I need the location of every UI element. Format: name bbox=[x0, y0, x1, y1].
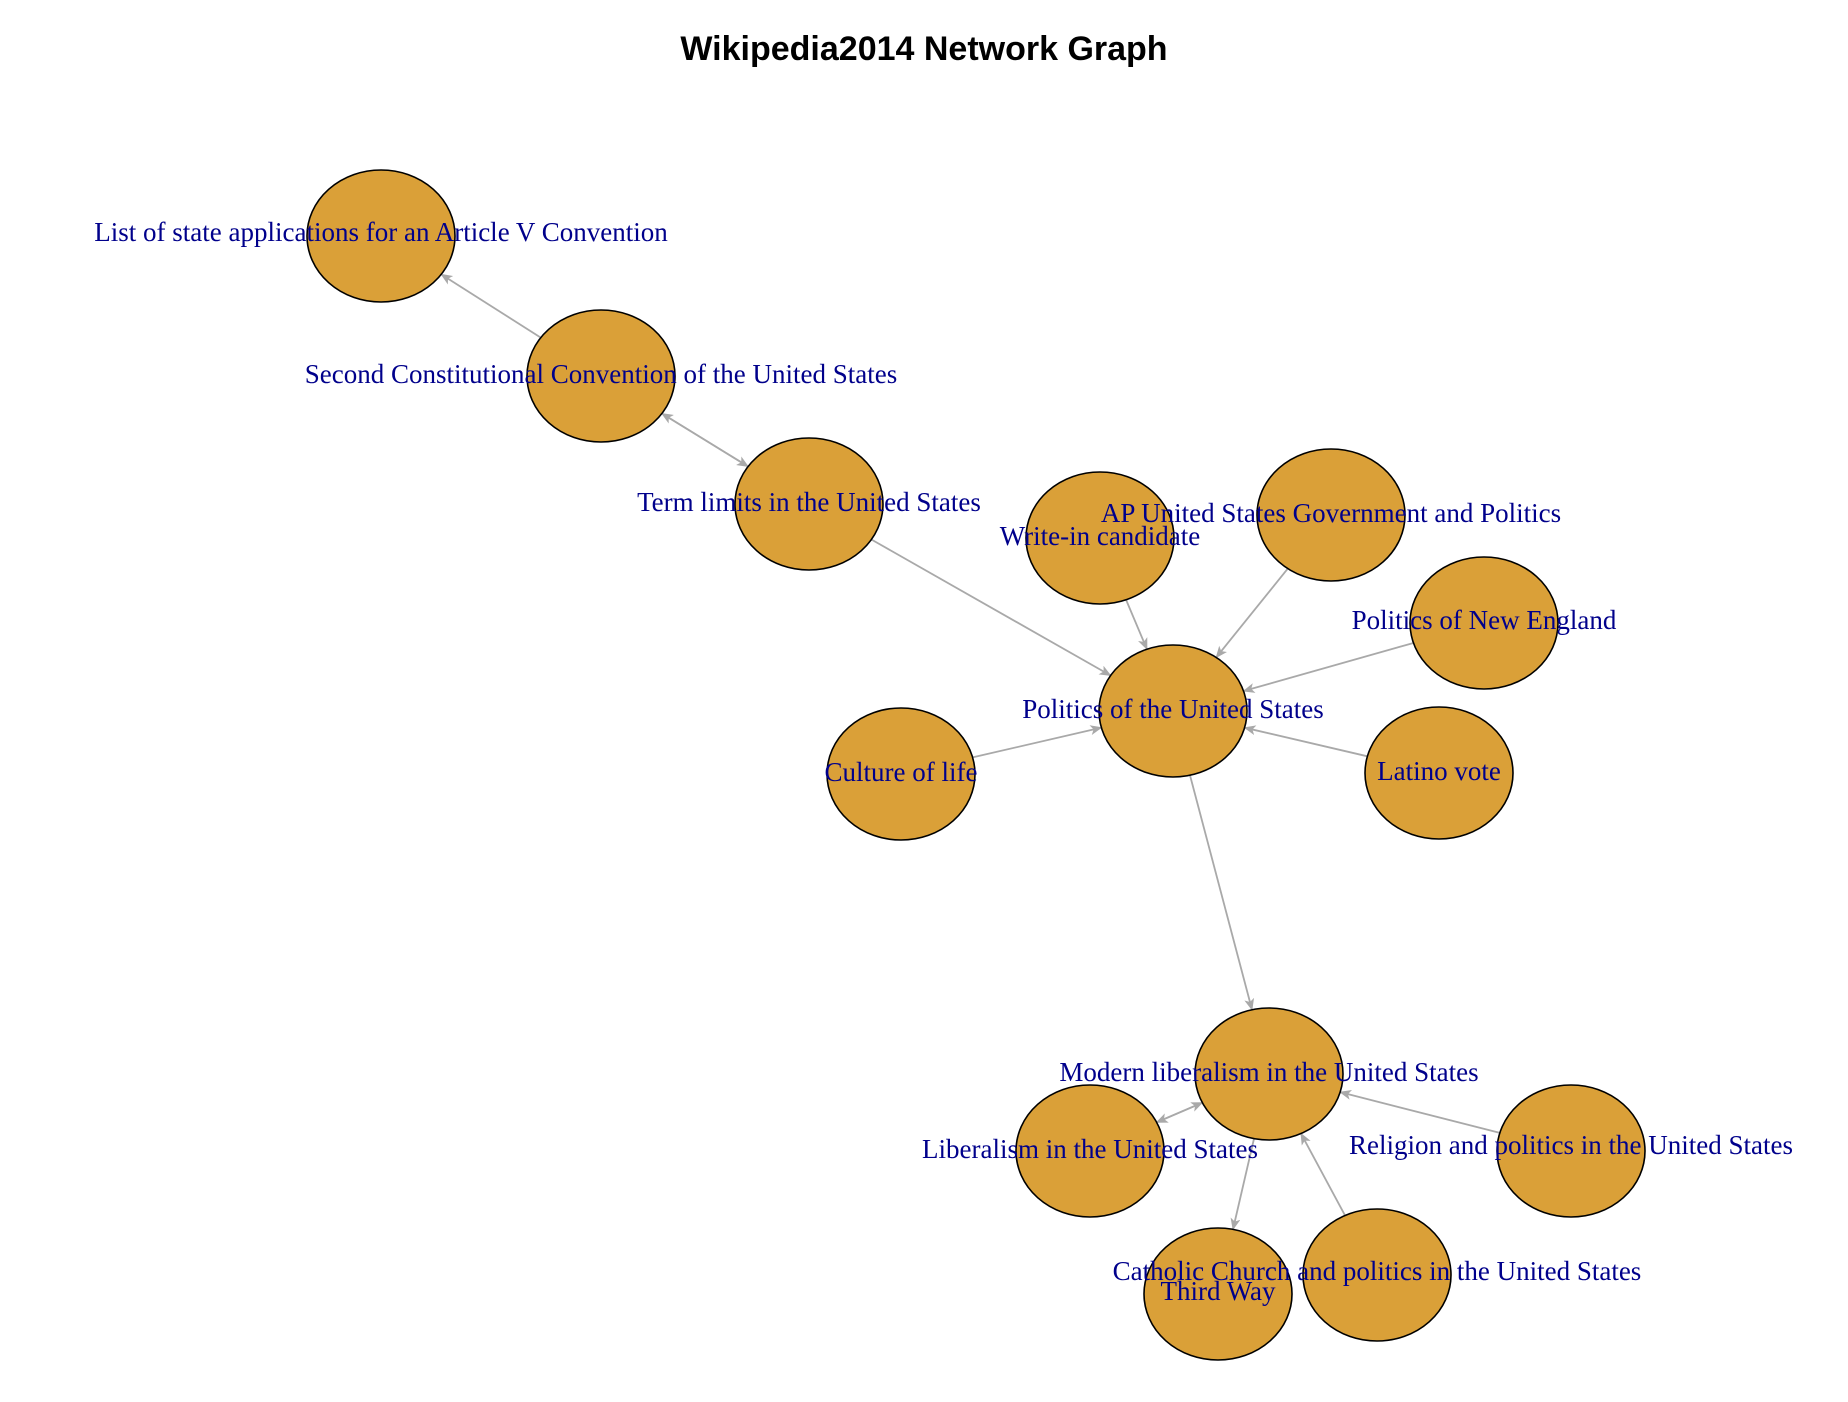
edge-latino-vote-to-politics-us bbox=[1243, 725, 1368, 758]
node-label-list-state-applications: List of state applications for an Articl… bbox=[94, 217, 668, 247]
labels-layer: List of state applications for an Articl… bbox=[94, 217, 1793, 1306]
edge-second-constitutional-convention-to-list-state-applications bbox=[440, 273, 542, 339]
node-modern-liberalism[interactable] bbox=[1194, 1007, 1344, 1141]
node-label-third-way: Third Way bbox=[1160, 1276, 1276, 1306]
node-label-politics-new-england: Politics of New England bbox=[1352, 605, 1617, 635]
node-label-ap-us-government: AP United States Government and Politics bbox=[1101, 498, 1561, 528]
edge-politics-us-to-modern-liberalism bbox=[1189, 775, 1255, 1011]
node-politics-us[interactable] bbox=[1098, 644, 1248, 778]
node-label-term-limits: Term limits in the United States bbox=[637, 487, 981, 517]
nodes-layer bbox=[306, 169, 1646, 1361]
edge-write-in-candidate-to-politics-us bbox=[1125, 599, 1148, 651]
graph-title: Wikipedia2014 Network Graph bbox=[680, 30, 1168, 68]
edge-ap-us-government-to-politics-us bbox=[1215, 568, 1289, 659]
node-label-write-in-candidate: Write-in candidate bbox=[1000, 521, 1201, 551]
node-label-modern-liberalism: Modern liberalism in the United States bbox=[1059, 1057, 1478, 1087]
node-liberalism-us[interactable] bbox=[1015, 1084, 1165, 1218]
node-write-in-candidate[interactable] bbox=[1025, 471, 1175, 605]
node-label-religion-politics: Religion and politics in the United Stat… bbox=[1349, 1130, 1793, 1160]
edge-term-limits-to-politics-us bbox=[870, 538, 1112, 677]
node-latino-vote[interactable] bbox=[1364, 706, 1514, 840]
node-label-second-constitutional-convention: Second Constitutional Convention of the … bbox=[305, 359, 897, 389]
node-religion-politics[interactable] bbox=[1496, 1084, 1646, 1218]
node-third-way[interactable] bbox=[1143, 1227, 1293, 1361]
node-ap-us-government[interactable] bbox=[1256, 448, 1406, 582]
node-second-constitutional-convention[interactable] bbox=[526, 309, 676, 443]
edge-politics-new-england-to-politics-us bbox=[1242, 642, 1414, 693]
node-label-liberalism-us: Liberalism in the United States bbox=[922, 1134, 1258, 1164]
edge-culture-of-life-to-politics-us bbox=[972, 725, 1103, 759]
edge-modern-liberalism-to-third-way bbox=[1230, 1138, 1255, 1231]
edge-catholic-church-politics-to-modern-liberalism bbox=[1300, 1132, 1346, 1216]
node-label-politics-us: Politics of the United States bbox=[1022, 694, 1323, 724]
node-label-latino-vote: Latino vote bbox=[1377, 756, 1501, 786]
node-catholic-church-politics[interactable] bbox=[1302, 1208, 1452, 1342]
edge-term-limits-to-second-constitutional-convention bbox=[661, 412, 749, 468]
node-term-limits[interactable] bbox=[734, 437, 884, 571]
edge-religion-politics-to-modern-liberalism bbox=[1339, 1090, 1501, 1134]
node-label-catholic-church-politics: Catholic Church and politics in the Unit… bbox=[1113, 1256, 1642, 1286]
node-list-state-applications[interactable] bbox=[306, 169, 456, 303]
edges-layer bbox=[440, 273, 1501, 1231]
node-label-culture-of-life: Culture of life bbox=[825, 757, 978, 787]
edge-liberalism-us-to-modern-liberalism bbox=[1156, 1101, 1204, 1124]
node-politics-new-england[interactable] bbox=[1409, 556, 1559, 690]
node-culture-of-life[interactable] bbox=[826, 707, 976, 841]
